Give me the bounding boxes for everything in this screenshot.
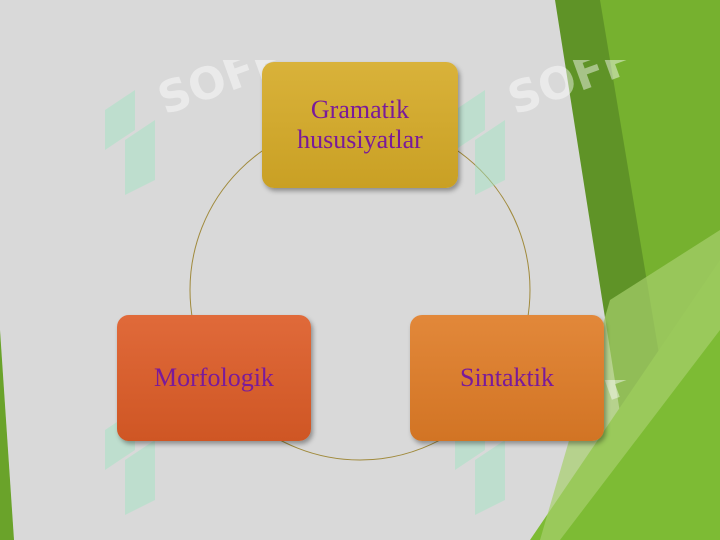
svg-text:SOFF: SOFF (501, 60, 635, 125)
node-label: Morfologik (154, 363, 274, 392)
node-gramatik-hususiyatlar: Gramatik hususiyatlar (262, 62, 458, 188)
watermark-logo-icon: SOFF (455, 60, 635, 195)
watermark-logo-icon: SOFF (105, 60, 285, 195)
green-shape-light (540, 230, 720, 540)
node-label: Sintaktik (460, 363, 554, 392)
node-label-line: Gramatik (310, 95, 410, 124)
green-shape-left (0, 330, 14, 540)
node-sintaktik: Sintaktik (410, 315, 604, 441)
node-label-line: hususiyatlar (297, 125, 423, 154)
node-morfologik: Morfologik (117, 315, 311, 441)
